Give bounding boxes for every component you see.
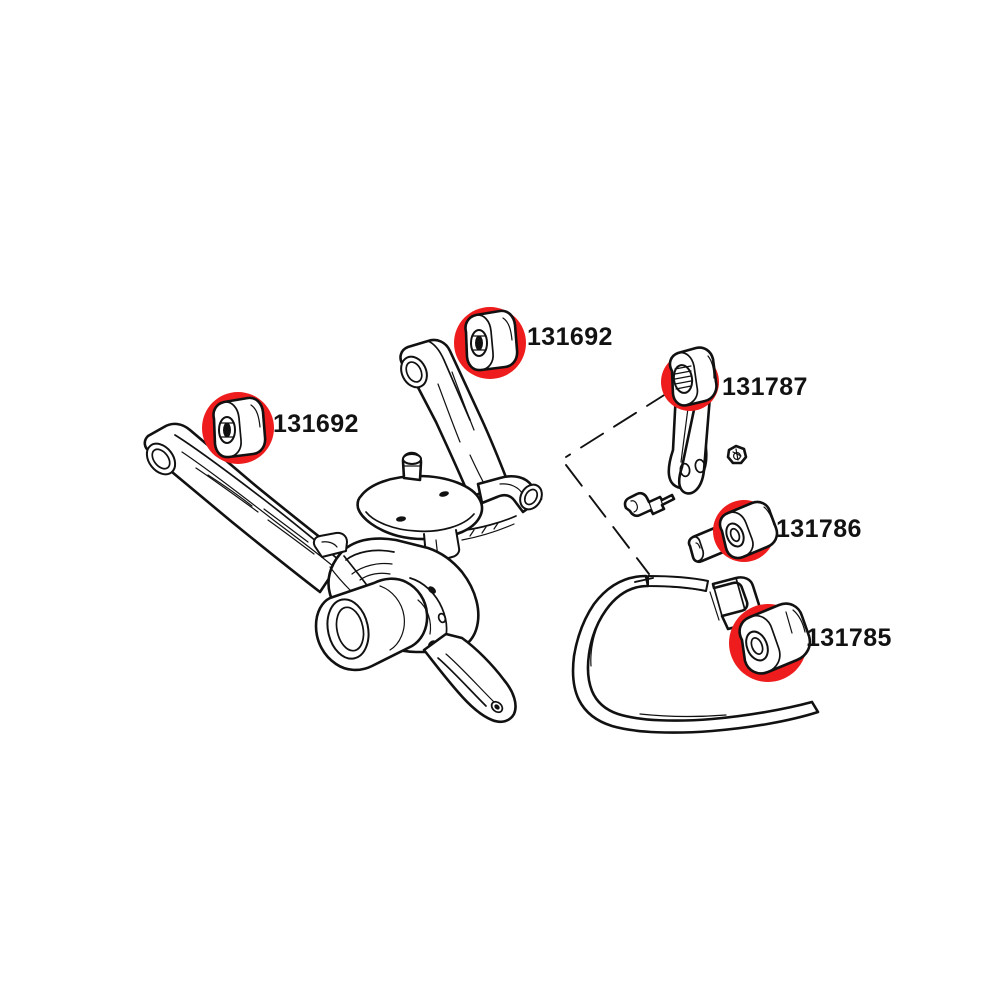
- bushing-131786: [718, 500, 779, 560]
- anti-roll-bar: [571, 574, 820, 734]
- drop-link-bolt: [623, 491, 676, 518]
- callout-label-131692-lower: 131692: [273, 410, 359, 438]
- drop-link-nut: [726, 444, 748, 465]
- bushing-131785: [738, 602, 812, 675]
- bushing-131692-upper: [464, 309, 519, 372]
- callout-label-131692-upper: 131692: [527, 323, 613, 351]
- assembly-dashed-leaders: [565, 391, 670, 583]
- lower-control-arm-with-hub-carrier: [143, 338, 543, 724]
- callout-label-131785: 131785: [806, 624, 892, 652]
- callout-label-131786: 131786: [776, 515, 862, 543]
- bushing-131692-lower: [212, 396, 267, 459]
- bushing-131787: [668, 346, 718, 407]
- callout-label-131787: 131787: [722, 373, 808, 401]
